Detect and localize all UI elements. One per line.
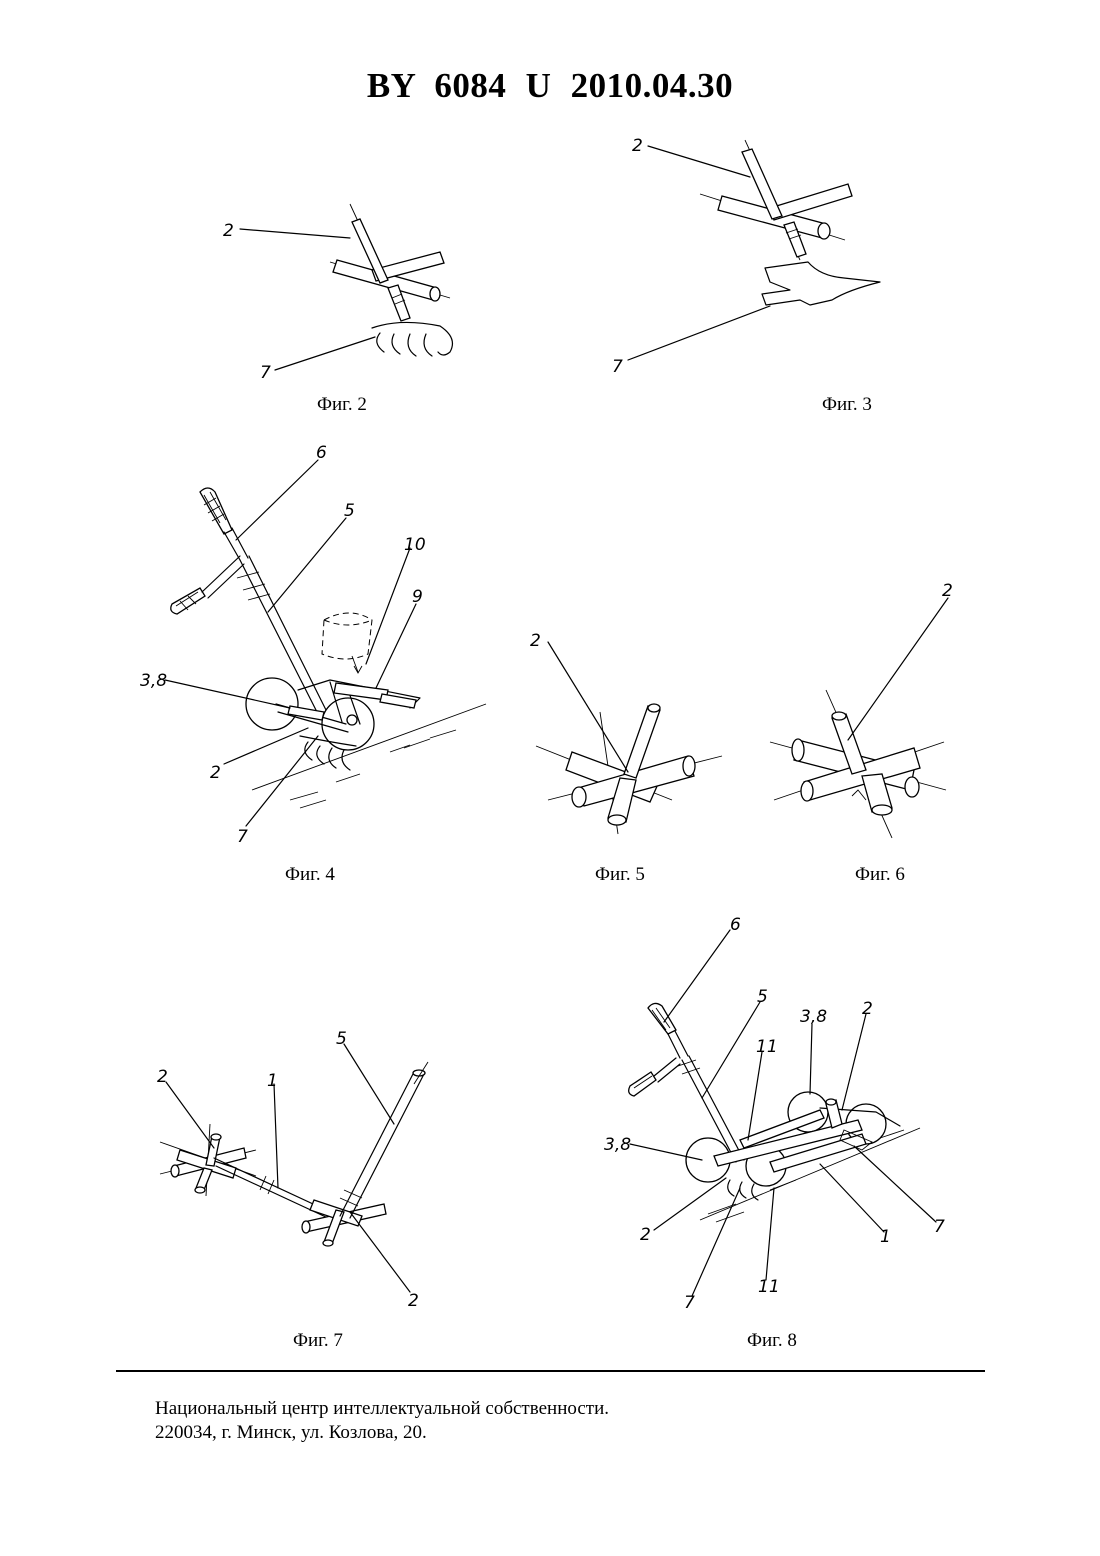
fig4-label-9: 9 xyxy=(412,587,423,607)
footer-address: 220034, г. Минск, ул. Козлова, 20. xyxy=(155,1422,427,1444)
fig4-label-5: 5 xyxy=(344,501,355,521)
fig4-label-7: 7 xyxy=(237,827,248,847)
fig8-label-6: 6 xyxy=(730,915,741,935)
fig7-label-1: 1 xyxy=(267,1071,278,1091)
fig8-label-7-right: 7 xyxy=(934,1217,945,1237)
fig4-label-6: 6 xyxy=(316,443,327,463)
fig8-label-7-bottom: 7 xyxy=(684,1293,695,1313)
fig4-label-10: 10 xyxy=(404,535,426,555)
fig8-label-11-top: 11 xyxy=(756,1037,778,1057)
figure-3-drawing xyxy=(628,140,880,360)
fig4-label-2: 2 xyxy=(210,763,221,783)
figure-6-caption: Фиг. 6 xyxy=(855,864,905,886)
fig2-label-7: 7 xyxy=(260,363,271,383)
figure-7-drawing xyxy=(160,1044,428,1292)
fig7-label-2-right: 2 xyxy=(408,1291,419,1311)
figure-2-drawing xyxy=(240,204,452,370)
fig8-label-2-top: 2 xyxy=(862,999,873,1019)
figure-5-caption: Фиг. 5 xyxy=(595,864,645,886)
footer-divider xyxy=(116,1370,985,1372)
figure-6-drawing xyxy=(770,598,948,838)
figure-3-caption: Фиг. 3 xyxy=(822,394,872,416)
fig8-label-11-bottom: 11 xyxy=(758,1277,780,1297)
footer-organization: Национальный центр интеллектуальной собс… xyxy=(155,1398,609,1420)
figure-2-caption: Фиг. 2 xyxy=(317,394,367,416)
fig8-label-3-8-top: 3,8 xyxy=(800,1007,827,1027)
fig8-label-5: 5 xyxy=(757,987,768,1007)
fig5-label-2: 2 xyxy=(530,631,541,651)
fig7-label-2-left: 2 xyxy=(157,1067,168,1087)
fig2-label-2: 2 xyxy=(223,221,234,241)
fig8-label-2-bottom: 2 xyxy=(640,1225,651,1245)
fig3-label-7: 7 xyxy=(612,357,623,377)
fig8-label-3-8-left: 3,8 xyxy=(604,1135,631,1155)
figure-4-caption: Фиг. 4 xyxy=(285,864,335,886)
fig8-label-1: 1 xyxy=(880,1227,891,1247)
fig4-label-3-8: 3,8 xyxy=(140,671,167,691)
fig6-label-2: 2 xyxy=(942,581,953,601)
figure-7-caption: Фиг. 7 xyxy=(293,1330,343,1352)
figure-8-caption: Фиг. 8 xyxy=(747,1330,797,1352)
fig3-label-2: 2 xyxy=(632,136,643,156)
fig7-label-5: 5 xyxy=(336,1029,347,1049)
figure-5-drawing xyxy=(536,642,722,834)
